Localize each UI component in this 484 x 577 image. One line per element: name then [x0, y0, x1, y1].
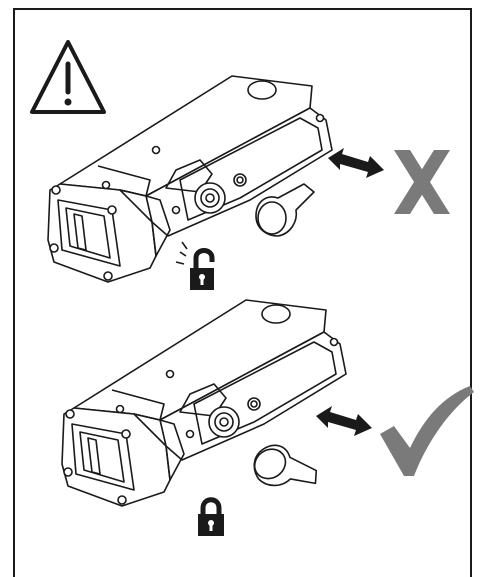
locked-padlock-icon [198, 497, 224, 536]
cross-mark-icon [394, 150, 450, 214]
check-mark-icon [380, 386, 474, 476]
unlocked-padlock-icon [175, 241, 215, 290]
warning-triangle-icon [30, 40, 106, 114]
figure-frame [13, 8, 472, 577]
double-arrow-icon [316, 406, 372, 436]
double-arrow-icon [328, 148, 384, 178]
actuator-inserted-icon [245, 430, 323, 510]
